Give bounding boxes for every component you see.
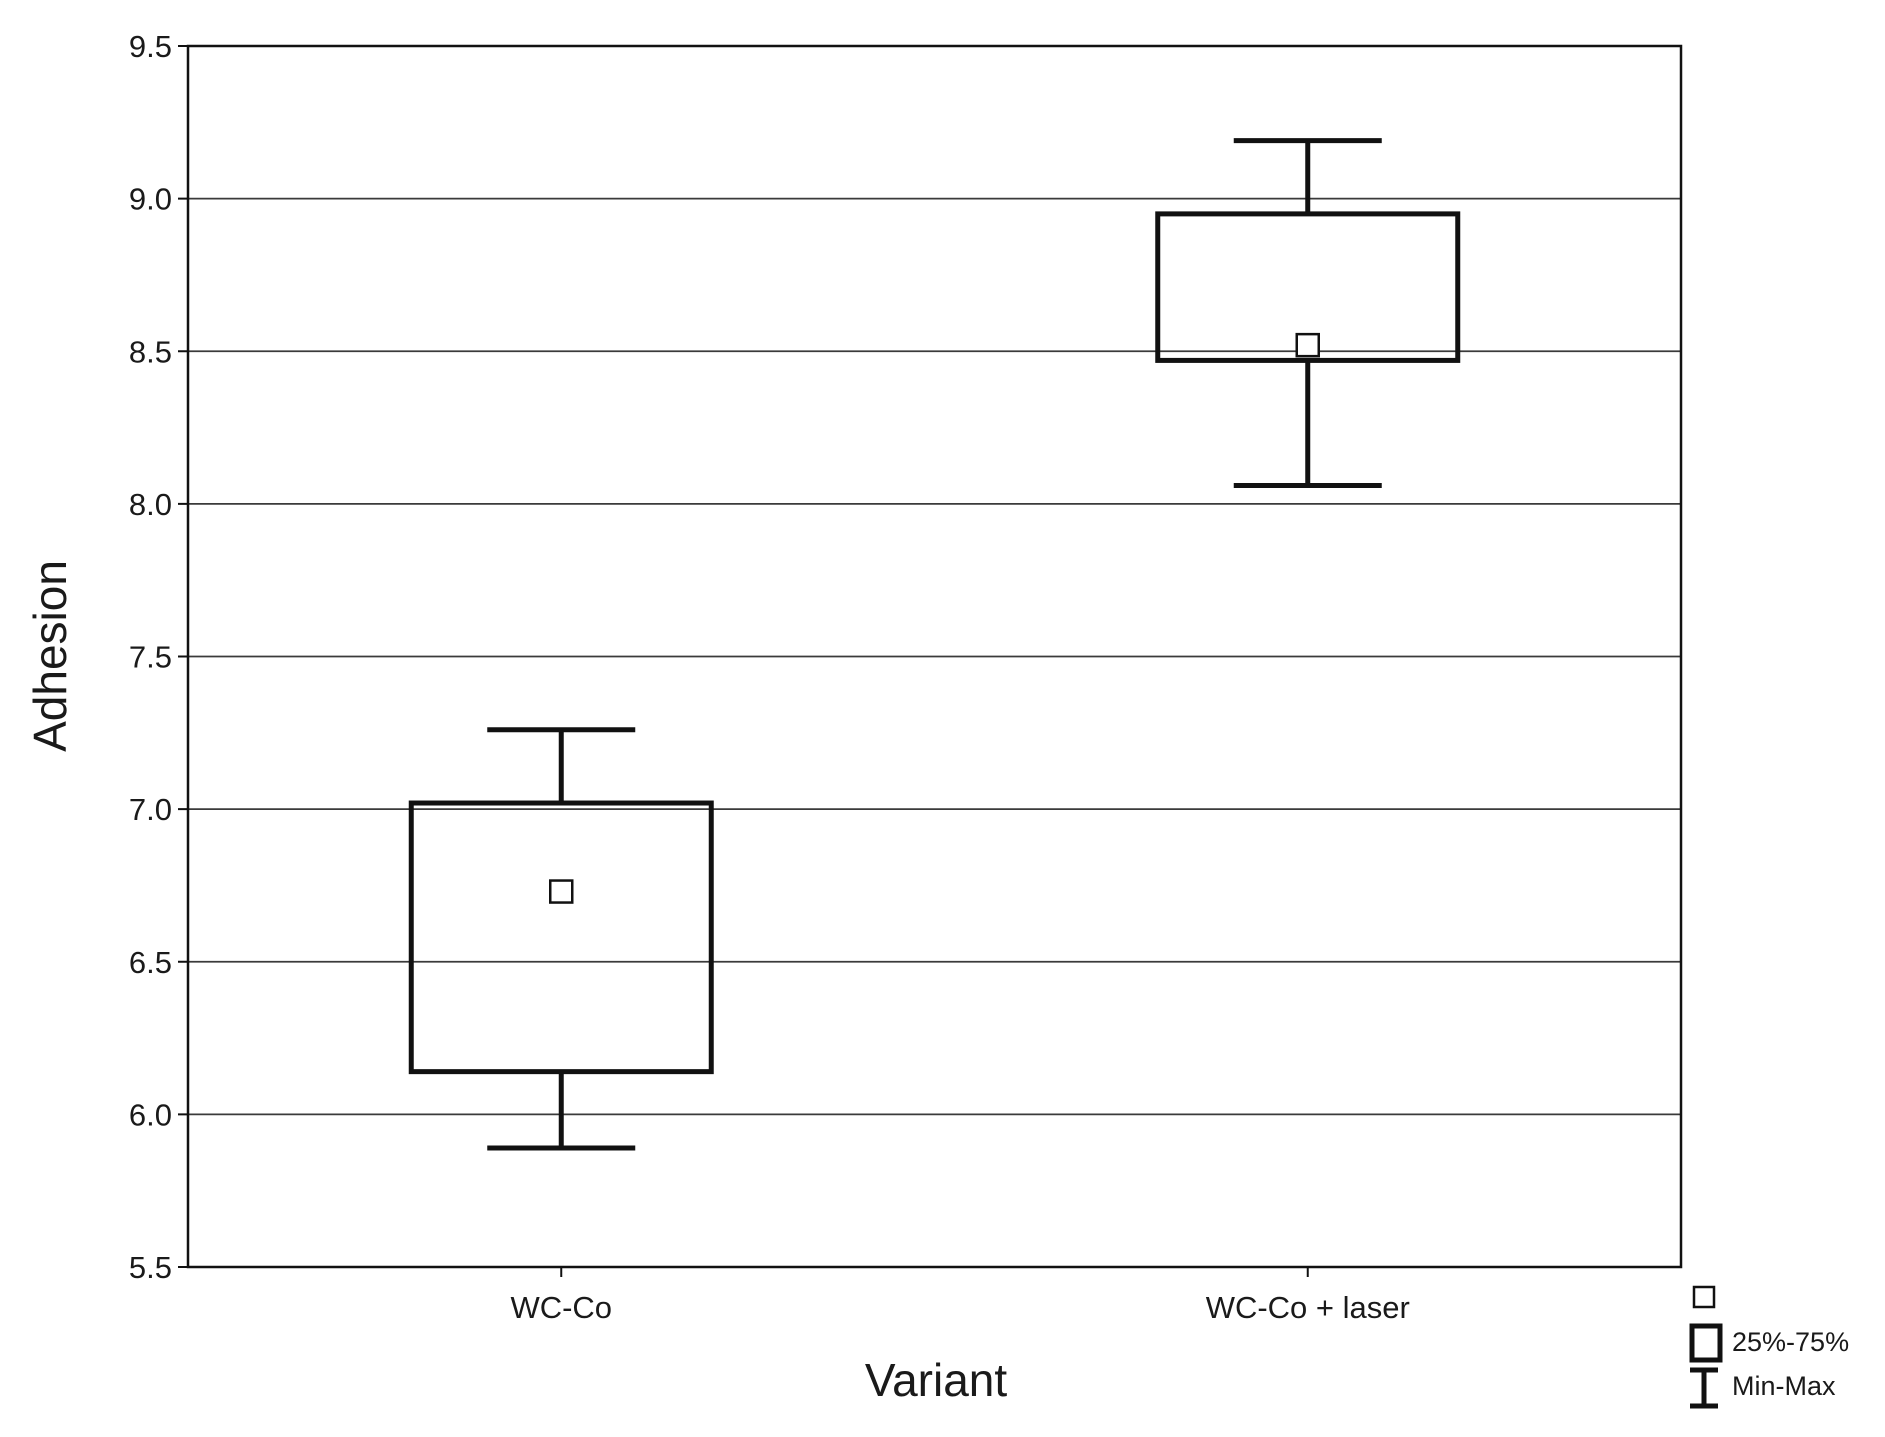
legend: 25%-75% Min-Max: [1689, 1285, 1849, 1409]
iqr-box: [1155, 211, 1461, 363]
x-axis-ticks: WC-Co WC-Co + laser: [510, 1267, 1410, 1325]
iqr-box: [408, 800, 714, 1075]
box-plot: [408, 727, 714, 1151]
y-tick-label: 9.5: [129, 29, 172, 64]
gridlines: [188, 197, 1681, 1116]
x-axis-title: Variant: [865, 1354, 1008, 1406]
x-tick-label: WC-Co + laser: [1206, 1290, 1410, 1325]
y-tick-label: 6.5: [129, 945, 172, 980]
y-tick-label: 8.5: [129, 334, 172, 369]
y-tick-label: 7.0: [129, 792, 172, 827]
y-tick-label: 6.0: [129, 1097, 172, 1132]
y-tick-label: 9.0: [129, 182, 172, 217]
legend-box-icon: [1689, 1323, 1723, 1363]
y-axis-ticks: 5.5 6.0 6.5 7.0 7.5 8.0 8.5 9.0 9.5: [129, 29, 188, 1285]
box-plot: [1155, 138, 1461, 489]
x-tick-label: WC-Co: [510, 1290, 612, 1325]
y-tick-label: 7.5: [129, 640, 172, 675]
legend-median-marker-icon: [1692, 1285, 1716, 1309]
y-axis-title: Adhesion: [24, 560, 76, 752]
legend-whisker-icon: [1690, 1367, 1718, 1409]
legend-label-whisker: Min-Max: [1732, 1371, 1836, 1401]
median-marker: [1295, 332, 1320, 358]
box-plots: [408, 138, 1461, 1151]
legend-label-box: 25%-75%: [1732, 1327, 1849, 1357]
y-tick-label: 8.0: [129, 487, 172, 522]
y-tick-label: 5.5: [129, 1250, 172, 1285]
median-marker: [549, 879, 574, 904]
